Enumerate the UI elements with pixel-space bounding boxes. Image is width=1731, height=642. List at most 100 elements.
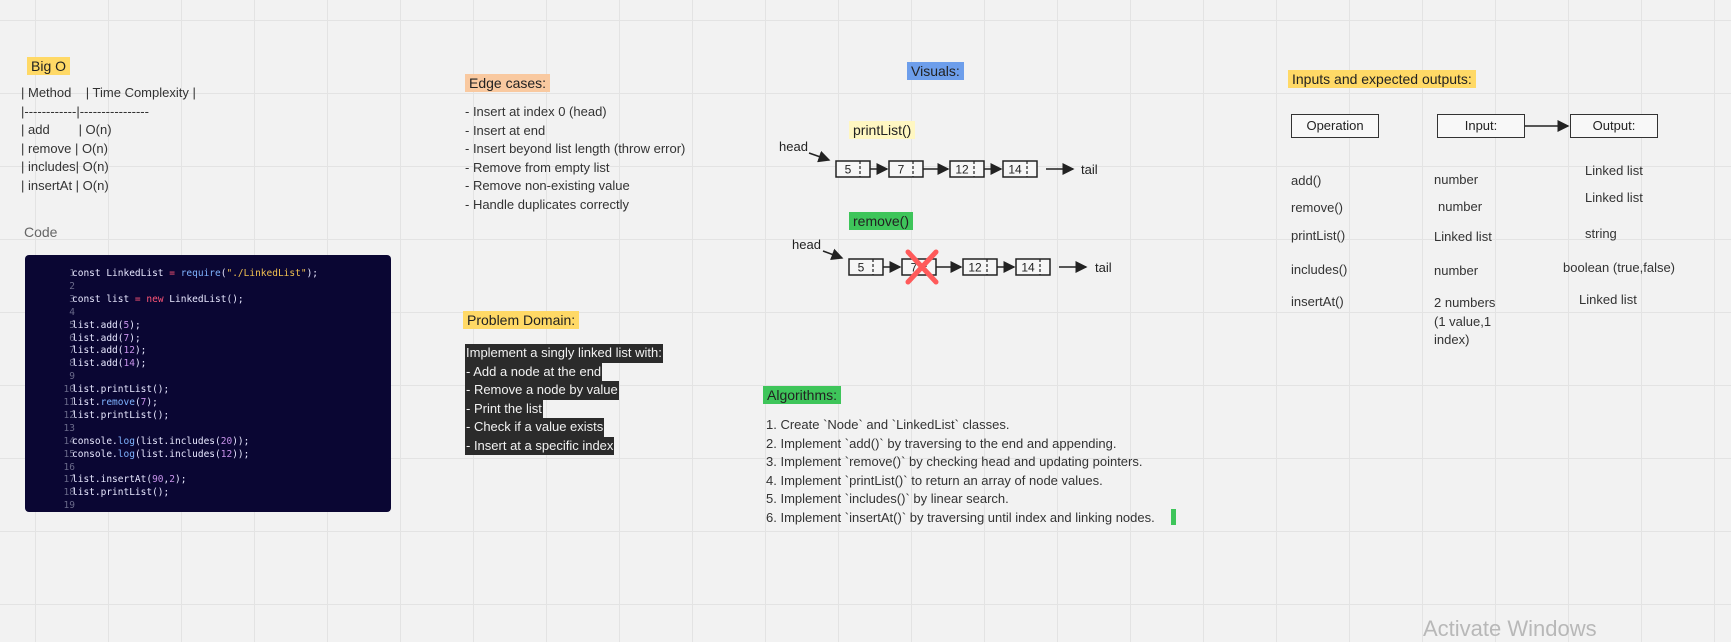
edge-case-item: - Insert at end (465, 122, 546, 138)
line-number: 18 (63, 487, 75, 499)
code-text: list.remove(7); (72, 397, 158, 408)
algorithms-list: 1. Create `Node` and `LinkedList` classe… (766, 416, 1155, 527)
io-operation: add() (1291, 173, 1322, 188)
problem-domain-list: Implement a singly linked list with:- Ad… (465, 344, 663, 455)
edge-case-item: - Handle duplicates correctly (465, 196, 630, 212)
line-number: 1 (69, 268, 75, 279)
algorithm-step: 5. Implement `includes()` by linear sear… (766, 491, 1009, 506)
code-text: console.log(list.includes(12)); (72, 448, 250, 460)
code-text: const list = new LinkedList(); (72, 293, 244, 305)
io-operation: includes() (1291, 262, 1348, 277)
io-input: number (1434, 263, 1479, 278)
text-cursor (1171, 509, 1176, 525)
code-line: 2 (25, 281, 391, 294)
algorithm-step: 2. Implement `add()` by traversing to th… (766, 435, 1117, 451)
problem-domain-item: Implement a singly linked list with: (465, 344, 663, 363)
problem-domain-item: - Check if a value exists (465, 418, 605, 437)
edge-cases-section: Edge cases: (465, 74, 551, 93)
edge-case-item: - Insert at index 0 (head) (465, 104, 607, 119)
line-number: 11 (63, 397, 75, 408)
line-number: 16 (63, 461, 75, 473)
code-line: 16 (25, 462, 391, 475)
algorithm-step: 6. Implement `insertAt()` by traversing … (766, 509, 1155, 525)
list-node: 5 (848, 258, 884, 276)
io-output: string (1585, 226, 1617, 241)
problem-domain-item: - Insert at a specific index (465, 436, 615, 455)
code-text: list.printList(); (72, 384, 170, 396)
line-number: 4 (69, 306, 75, 318)
line-number: 12 (63, 409, 75, 421)
line-number: 5 (69, 319, 75, 331)
io-input: 2 numbers (1 value,1 index) (1434, 295, 1496, 347)
line-number: 19 (63, 500, 75, 512)
code-text: const LinkedList = require("./LinkedList… (72, 268, 319, 279)
code-text: console.log(list.includes(20)); (72, 435, 250, 447)
problem-domain-title: Problem Domain: (463, 311, 580, 329)
code-label: Code (24, 224, 58, 240)
activate-windows-watermark: Activate Windows (1423, 616, 1597, 641)
io-output: Linked list (1585, 163, 1643, 178)
list-node: 12 (949, 160, 985, 178)
big-o-line: | Method | Time Complexity | (21, 85, 196, 100)
big-o-section: Big O (27, 57, 71, 76)
big-o-table: | Method | Time Complexity | |-----------… (21, 84, 196, 195)
code-text: list.add(14); (72, 358, 147, 370)
code-text: list.printList(); (72, 487, 170, 499)
edge-cases-title: Edge cases: (465, 74, 551, 92)
line-number: 9 (69, 371, 75, 383)
print-list-label: printList() (849, 121, 916, 139)
visuals-title: Visuals: (907, 62, 964, 80)
line-number: 10 (63, 384, 75, 396)
problem-domain-item: - Print the list (465, 399, 543, 418)
line-number: 8 (69, 358, 75, 370)
remove-label: remove() (849, 212, 914, 230)
node-value: 5 (845, 163, 852, 177)
node-value: 12 (955, 163, 969, 177)
big-o-line: | includes| O(n) (21, 159, 109, 174)
head-label-print: head (779, 139, 808, 154)
io-operation: insertAt() (1291, 294, 1344, 309)
code-text: list.add(5); (72, 319, 141, 331)
tail-label-print: tail (1081, 162, 1098, 177)
code-text: list.add(7); (72, 332, 141, 344)
output-header-box: Output: (1570, 114, 1658, 138)
tail-label-remove: tail (1095, 260, 1112, 275)
io-input: Linked list (1434, 229, 1492, 244)
node-value: 7 (911, 261, 918, 275)
io-input: number (1434, 172, 1479, 187)
io-operation: printList() (1291, 228, 1346, 243)
line-number: 6 (69, 332, 75, 344)
algorithm-step: 3. Implement `remove()` by checking head… (766, 454, 1143, 469)
head-arrow-remove (822, 248, 844, 261)
algorithm-step: 4. Implement `printList()` to return an … (766, 472, 1103, 488)
io-title: Inputs and expected outputs: (1288, 70, 1476, 88)
edge-cases-list: - Insert at index 0 (head) - Insert at en… (465, 103, 685, 214)
code-text: list.insertAt(90,2); (72, 474, 187, 486)
node-value: 14 (1008, 163, 1022, 177)
line-number: 15 (63, 448, 75, 460)
node-value: 14 (1021, 261, 1035, 275)
io-operation: remove() (1291, 200, 1344, 215)
io-output: Linked list (1579, 292, 1637, 307)
big-o-line: |------------|---------------- (21, 103, 149, 119)
big-o-line: | add | O(n) (21, 122, 112, 137)
algorithms-title: Algorithms: (763, 386, 842, 404)
input-output-arrow (1525, 120, 1570, 132)
line-number: 13 (63, 422, 75, 434)
node-value: 5 (858, 261, 865, 275)
edge-case-item: - Remove from empty list (465, 159, 610, 175)
